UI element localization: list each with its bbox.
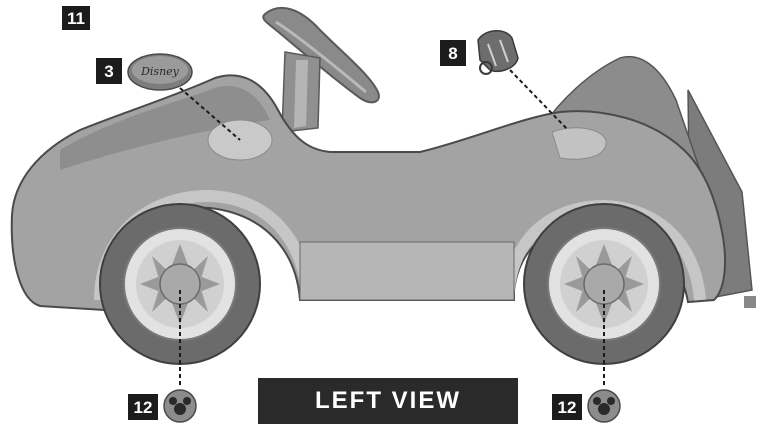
page-number-badge: 11 [62,6,90,30]
key-icon [477,30,519,75]
callout-3-badge: 3 [96,58,122,84]
view-title: LEFT VIEW [258,378,518,424]
callout-12-rear-badge: 12 [552,394,582,420]
car-body [10,74,727,312]
disney-decal-part: Disney [127,53,193,91]
front-wheel [99,203,261,365]
callout-8-badge: 8 [440,40,466,66]
mickey-hubcap-icon [163,389,197,423]
rear-wheel [523,203,685,365]
disney-logo-text: Disney [140,65,180,78]
leader-line-decal [179,87,241,141]
callout-12-front-badge: 12 [128,394,158,420]
steering-wheel [262,6,380,104]
mickey-hubcap-icon-rear [587,389,621,423]
steering-column [281,51,321,133]
